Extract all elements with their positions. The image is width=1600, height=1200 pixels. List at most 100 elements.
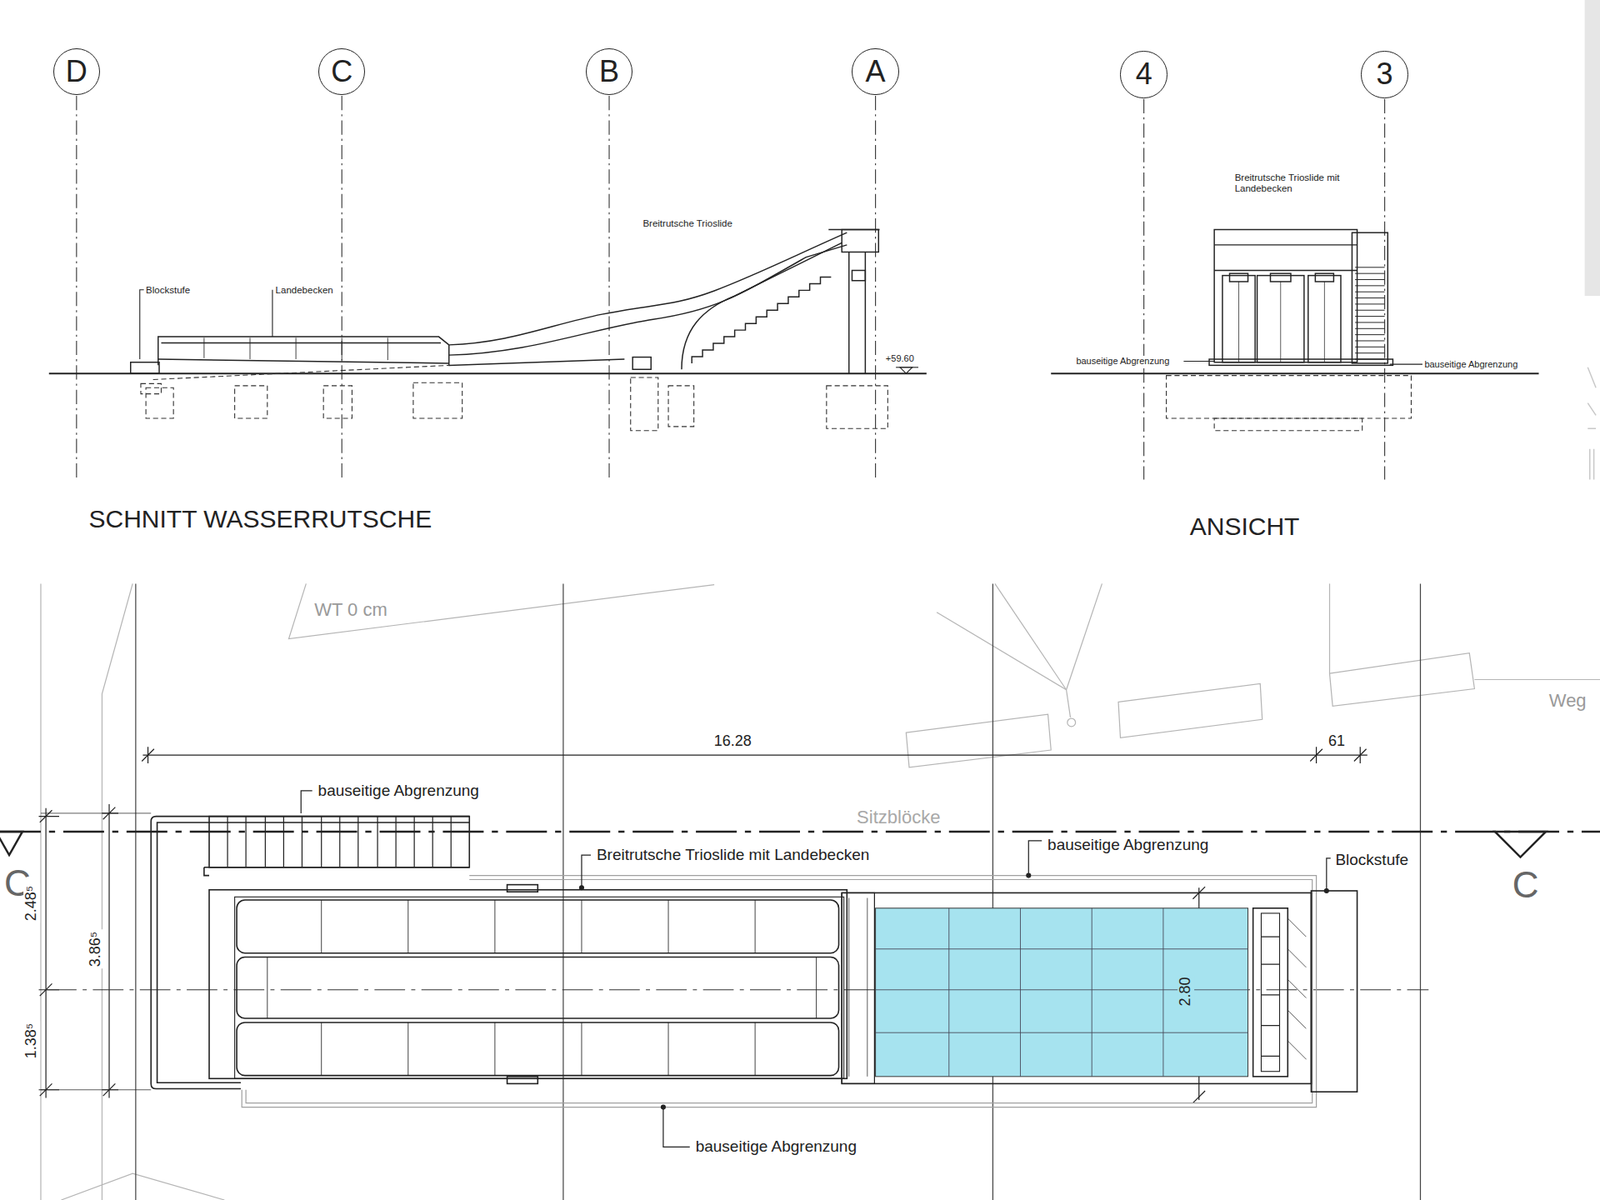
leader-line <box>1390 364 1423 365</box>
ground-line <box>49 372 1540 375</box>
part-label: Breitrutsche Trioslide <box>642 218 732 230</box>
axis-letter: D <box>65 56 88 87</box>
context-label: Weg <box>1549 690 1587 711</box>
level-label: +59.60 <box>885 353 915 364</box>
slide-section <box>160 342 441 344</box>
foundation <box>145 387 174 419</box>
foundation <box>668 385 695 427</box>
slide-plan <box>1253 908 1289 1077</box>
dimension: 2.48⁵ <box>23 883 40 923</box>
dimension-line <box>45 808 46 1099</box>
leader-line <box>140 290 145 360</box>
grid-axis-circle: 4 <box>1120 50 1167 98</box>
leader-line <box>300 790 1331 1147</box>
leader-line <box>1324 889 1329 894</box>
dimension: 2.80 <box>1177 975 1195 1009</box>
part-label: Blockstufe <box>145 284 190 295</box>
part-label: bauseitige Abgrenzung <box>1424 359 1518 370</box>
foundation <box>826 385 888 429</box>
slide-section <box>130 230 880 375</box>
part-label: Breitrutsche Trioslide mit Landebecken <box>595 846 871 865</box>
part-label: bauseitige Abgrenzung <box>1045 835 1210 854</box>
slide-elevation <box>1209 230 1393 366</box>
foundation <box>1166 375 1412 419</box>
slide-plan <box>1287 918 1306 1060</box>
grid-axis-circle: B <box>585 48 633 95</box>
ground-line <box>1050 372 1539 375</box>
section-letter: C <box>1512 864 1540 905</box>
slide-section <box>449 245 848 355</box>
axis-letter: B <box>599 56 620 87</box>
slide-section <box>158 359 450 364</box>
grid-axis-line <box>75 95 77 480</box>
context-linework <box>101 583 133 1200</box>
axis-letter: C <box>330 56 353 87</box>
grid-axis-circle: C <box>318 48 365 95</box>
section-line <box>0 830 1600 833</box>
section-line <box>0 831 23 855</box>
slide-elevation <box>1209 359 1393 365</box>
slide-elevation <box>1355 267 1385 360</box>
context-linework <box>40 583 1600 1200</box>
slide-section <box>449 232 848 345</box>
leader-line <box>1326 858 1331 891</box>
context-linework <box>1067 718 1076 727</box>
part-label: bauseitige Abgrenzung <box>1074 355 1171 366</box>
dimension-line <box>40 1089 151 1090</box>
fence <box>241 875 1316 1108</box>
slide-section <box>865 251 866 374</box>
slide-section <box>130 362 160 374</box>
axis-letter: A <box>865 56 886 87</box>
part-label: Landebecken <box>275 284 334 295</box>
dimension: 3.86⁵ <box>87 930 105 970</box>
slide-elevation <box>1239 281 1325 363</box>
context-linework <box>40 583 41 1200</box>
grid-axis-circle: A <box>851 48 899 95</box>
context-linework <box>1066 583 1103 690</box>
slide-section <box>691 276 831 363</box>
level-marker <box>895 367 919 374</box>
grid-axis-line <box>1384 99 1385 480</box>
part-label: Blockstufe <box>1333 851 1410 870</box>
level-marker <box>900 367 913 374</box>
foundation <box>153 365 450 380</box>
slide-section <box>828 229 880 230</box>
leader-line <box>300 790 312 814</box>
leader-line <box>1026 873 1031 878</box>
context-label: Sitzblöcke <box>855 807 942 828</box>
slide-plan <box>150 816 1357 1093</box>
leader-line <box>663 1107 690 1148</box>
context-linework <box>1330 653 1475 707</box>
leader-line <box>581 855 591 888</box>
foundation <box>323 385 352 419</box>
sheet-edge <box>1585 0 1600 480</box>
foundation <box>630 377 659 431</box>
context-linework <box>936 612 1067 690</box>
grid-axis-line <box>76 95 1385 480</box>
slide-plan <box>236 1022 839 1076</box>
pool-water <box>875 908 1249 1077</box>
slide-section <box>851 270 865 280</box>
foundation <box>235 385 268 419</box>
slide-plan <box>1260 913 1280 1072</box>
dimension-line <box>108 804 110 1099</box>
slide-section <box>632 357 651 370</box>
fence <box>245 880 1313 1104</box>
grid-axis-line <box>608 95 610 480</box>
leader-line <box>271 290 273 337</box>
slide-elevation <box>1351 232 1388 364</box>
context-linework <box>1474 679 1600 680</box>
slide-plan <box>507 885 539 893</box>
foundation <box>1214 418 1363 431</box>
ground-line <box>49 372 927 375</box>
context-linework <box>1329 583 1330 674</box>
dimension-line <box>39 810 60 1096</box>
slide-plan <box>841 892 875 1084</box>
context-label: WT 0 cm <box>314 600 388 620</box>
grid-axis-line <box>135 583 136 1200</box>
axis-letter: 3 <box>1376 59 1394 90</box>
view-title: ANSICHT <box>1190 511 1300 540</box>
part-label: bauseitige Abgrenzung <box>316 782 481 800</box>
slide-plan <box>849 898 868 1077</box>
sheet-edge <box>1587 367 1596 480</box>
